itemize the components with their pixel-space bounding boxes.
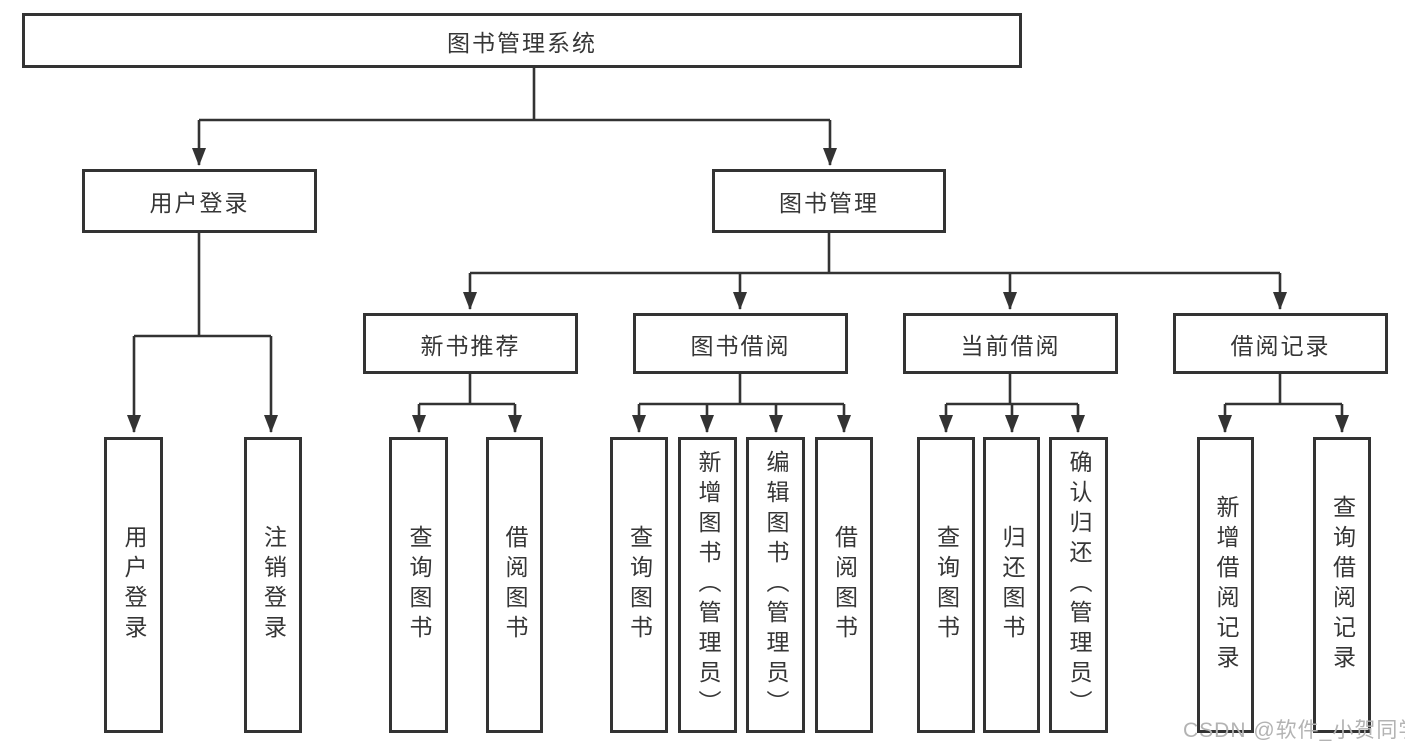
node-book-management: 图书管理 <box>712 169 946 233</box>
leaf-query-books-current: 查询图书 <box>917 437 975 733</box>
node-borrow-records: 借阅记录 <box>1173 313 1388 374</box>
leaf-user-login: 用户登录 <box>104 437 163 733</box>
node-root-system: 图书管理系统 <box>22 13 1022 68</box>
leaf-logout: 注销登录 <box>244 437 302 733</box>
leaf-add-book-admin: 新增图书（管理员） <box>678 437 737 733</box>
node-book-borrow: 图书借阅 <box>633 313 848 374</box>
leaf-borrow-books-recommend: 借阅图书 <box>486 437 543 733</box>
leaf-return-books: 归还图书 <box>983 437 1040 733</box>
leaf-edit-book-admin: 编辑图书（管理员） <box>746 437 805 733</box>
node-user-login: 用户登录 <box>82 169 317 233</box>
leaf-query-books-recommend: 查询图书 <box>389 437 448 733</box>
leaf-borrow-books: 借阅图书 <box>815 437 873 733</box>
leaf-query-borrow-record: 查询借阅记录 <box>1313 437 1371 733</box>
node-new-book-recommend: 新书推荐 <box>363 313 578 374</box>
leaf-confirm-return-admin: 确认归还（管理员） <box>1049 437 1108 733</box>
csdn-watermark: CSDN @软件_小贺同学 <box>1183 719 1405 742</box>
leaf-query-books-borrow: 查询图书 <box>610 437 668 733</box>
node-current-borrow: 当前借阅 <box>903 313 1118 374</box>
leaf-add-borrow-record: 新增借阅记录 <box>1197 437 1254 733</box>
